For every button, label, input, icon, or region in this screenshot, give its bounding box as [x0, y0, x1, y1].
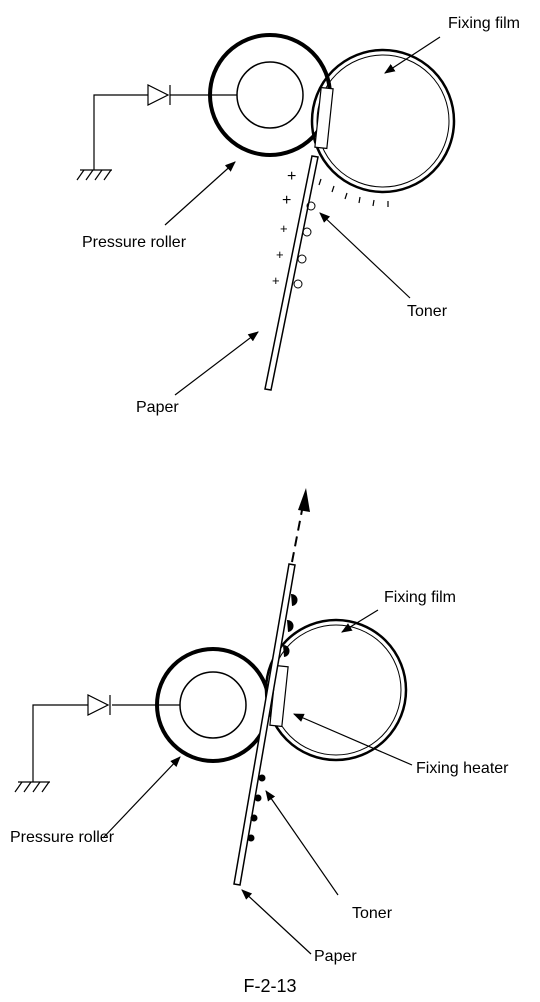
top-fixing-heater [314, 86, 334, 150]
top-paper-label: Paper [136, 399, 179, 416]
top-fixing-film [310, 48, 456, 207]
svg-text:+: + [280, 221, 288, 236]
top-toner-particles [293, 201, 316, 289]
bottom-diagram: Fixing film Fixing heater Pressure rolle… [10, 488, 509, 965]
bottom-fixing-heater-label: Fixing heater [416, 760, 509, 777]
bottom-pressure-roller-label: Pressure roller [10, 829, 115, 846]
bottom-fixing-film [264, 618, 408, 762]
svg-text:+: + [272, 273, 280, 288]
top-diode-icon [147, 84, 170, 106]
figure-caption: F-2-13 [243, 976, 296, 996]
svg-text:+: + [282, 192, 291, 209]
top-paper [264, 155, 319, 391]
bottom-toner-particles [247, 774, 266, 842]
top-pressure-roller-label: Pressure roller [82, 234, 187, 251]
bottom-paper-label: Paper [314, 948, 357, 965]
bottom-diode-icon [87, 694, 110, 716]
bottom-toner-label: Toner [352, 905, 393, 922]
bottom-fixing-film-label: Fixing film [384, 589, 456, 606]
bottom-paper [233, 563, 296, 886]
top-toner-label: Toner [407, 303, 448, 320]
bottom-fused-toner [283, 593, 298, 657]
svg-text:+: + [287, 168, 296, 185]
top-charges: + + + + + [272, 168, 296, 288]
top-fixing-film-label: Fixing film [448, 15, 520, 32]
top-ground-circuit [76, 84, 237, 181]
top-diagram: + + + + + Fixing film Pressure roller To… [76, 15, 520, 416]
svg-text:+: + [276, 247, 284, 262]
paper-direction-arrow [291, 488, 310, 563]
bottom-ground-circuit [14, 694, 180, 793]
